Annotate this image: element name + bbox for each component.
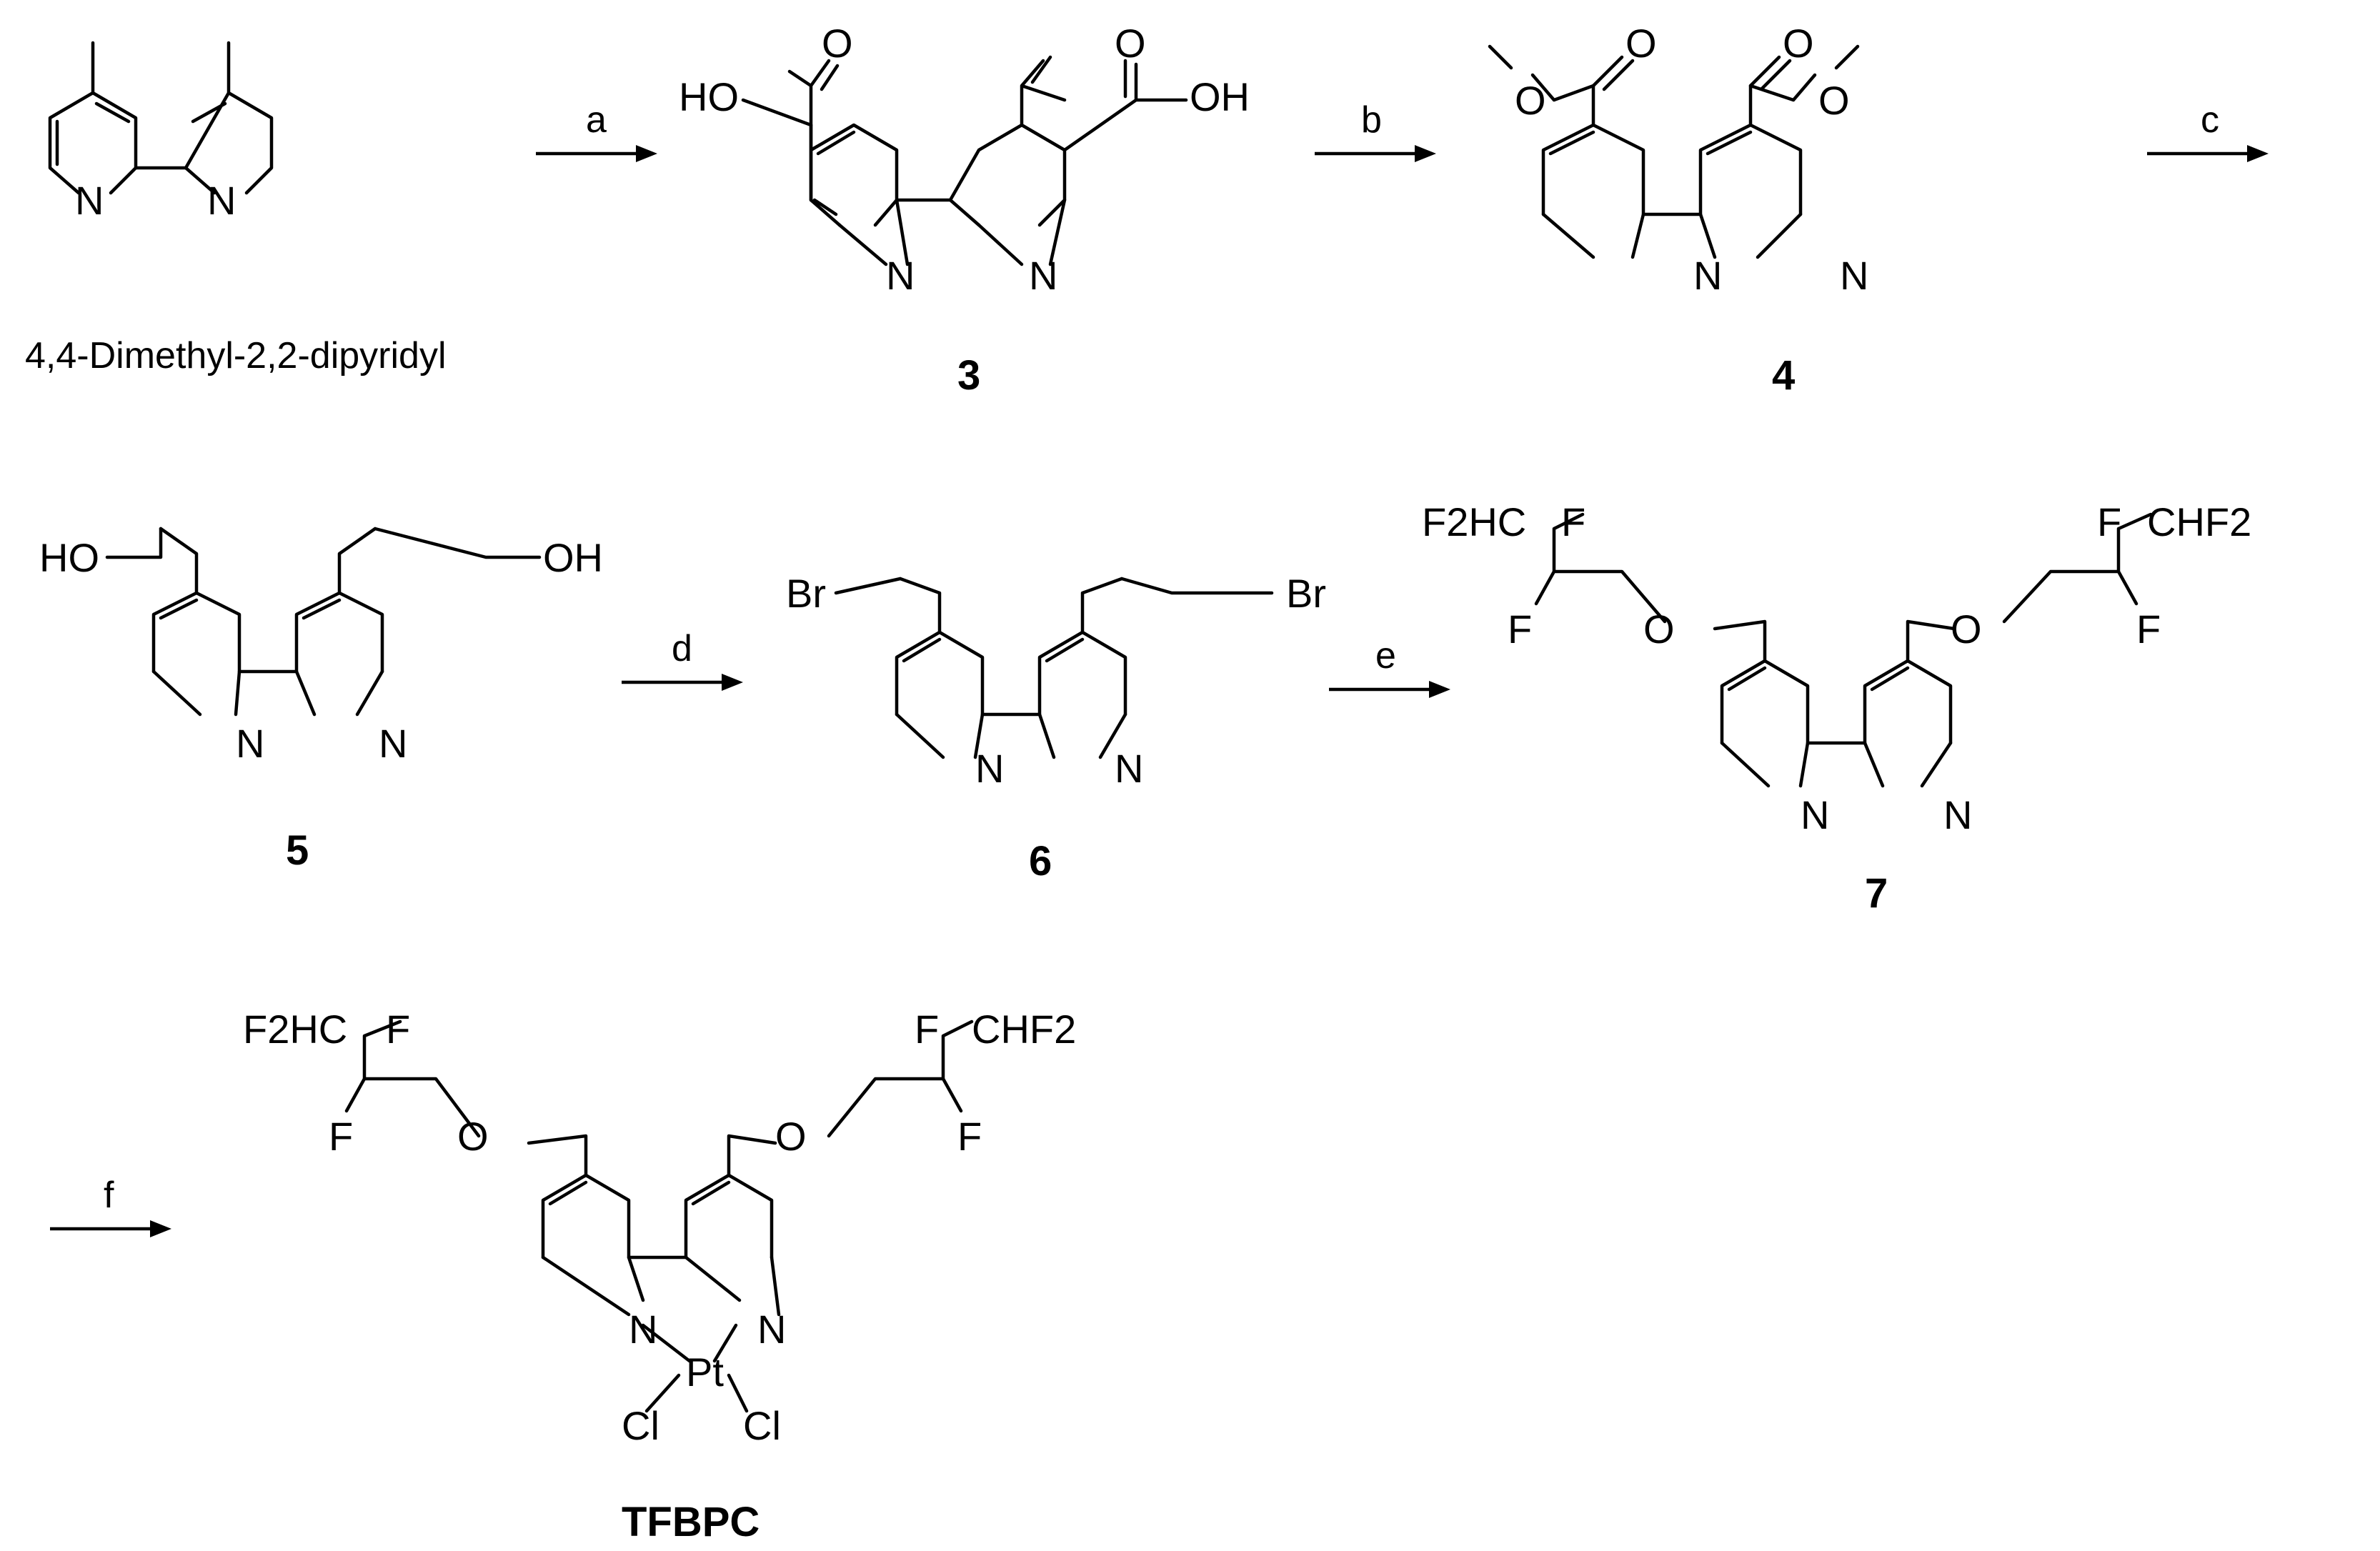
atom-o: O xyxy=(1515,78,1546,123)
atom-n: N xyxy=(1693,253,1722,298)
compound-7: F2HC F F O O F F CHF2 N N 7 xyxy=(1422,499,2251,917)
atom-o: O xyxy=(457,1114,489,1159)
atom-n: N xyxy=(1840,253,1868,298)
reagent-a: a xyxy=(586,99,607,141)
compound-4: O O O O N N 4 xyxy=(1488,21,1868,399)
start-material: N N 4,4-Dimethyl-2,2-dipyridyl xyxy=(25,41,447,376)
reagent-e: e xyxy=(1375,635,1396,677)
reagent-b: b xyxy=(1361,99,1382,141)
reagent-f: f xyxy=(104,1175,114,1216)
reagent-c: c xyxy=(2201,99,2219,141)
atom-chf2: CHF2 xyxy=(2147,499,2251,544)
atom-n: N xyxy=(236,721,264,766)
compound-6: Br Br N N 6 xyxy=(786,571,1326,884)
start-material-name: 4,4-Dimethyl-2,2-dipyridyl xyxy=(25,335,447,376)
compound-label: 7 xyxy=(1865,870,1888,917)
compound-label: 4 xyxy=(1772,352,1795,399)
atom-oh: OH xyxy=(1190,74,1250,119)
atom-n: N xyxy=(1115,746,1143,791)
atom-f: F xyxy=(386,1007,410,1052)
atom-f: F xyxy=(957,1114,982,1159)
atom-n: N xyxy=(75,178,104,223)
arrow-e: e xyxy=(1329,635,1450,698)
atom-f: F xyxy=(2136,607,2161,652)
atom-n: N xyxy=(207,178,236,223)
atom-n: N xyxy=(1029,253,1057,298)
atom-ho: HO xyxy=(39,535,99,580)
arrow-d: d xyxy=(622,628,743,691)
atom-n: N xyxy=(757,1307,786,1352)
atom-o: O xyxy=(1115,21,1146,66)
atom-o: O xyxy=(775,1114,807,1159)
arrow-c: c xyxy=(2147,99,2269,162)
atom-f2hc: F2HC xyxy=(243,1007,347,1052)
atom-o: O xyxy=(1818,78,1850,123)
compound-label: TFBPC xyxy=(622,1499,760,1545)
atom-br: Br xyxy=(786,571,826,616)
atom-n: N xyxy=(975,746,1004,791)
atom-f: F xyxy=(915,1007,939,1052)
atom-o: O xyxy=(822,21,853,66)
atom-pt: Pt xyxy=(686,1350,724,1395)
reagent-d: d xyxy=(672,628,692,669)
atom-oh: OH xyxy=(543,535,603,580)
atom-o: O xyxy=(1643,607,1675,652)
atom-cl: Cl xyxy=(743,1403,781,1448)
compound-3: HO O O OH N N 3 xyxy=(679,21,1250,399)
atom-n: N xyxy=(1801,792,1829,837)
atom-f: F xyxy=(1561,499,1585,544)
compound-label: 3 xyxy=(957,352,980,399)
atom-br: Br xyxy=(1286,571,1326,616)
arrow-b: b xyxy=(1315,99,1436,162)
compound-tfbpc: F2HC F F O O F F CHF2 N N Pt Cl Cl TFBPC xyxy=(243,1007,1076,1545)
atom-f: F xyxy=(329,1114,353,1159)
atom-n: N xyxy=(1943,792,1972,837)
atom-o: O xyxy=(1625,21,1657,66)
atom-f: F xyxy=(2097,499,2121,544)
compound-label: 5 xyxy=(286,827,309,874)
atom-ho: HO xyxy=(679,74,739,119)
atom-n: N xyxy=(379,721,407,766)
atom-n: N xyxy=(629,1307,657,1352)
arrow-a: a xyxy=(536,99,657,162)
atom-o: O xyxy=(1951,607,1982,652)
atom-chf2: CHF2 xyxy=(972,1007,1076,1052)
atom-n: N xyxy=(886,253,915,298)
atom-f: F xyxy=(1508,607,1532,652)
atom-o: O xyxy=(1783,21,1814,66)
compound-label: 6 xyxy=(1029,838,1052,884)
atom-cl: Cl xyxy=(622,1403,659,1448)
atom-f2hc: F2HC xyxy=(1422,499,1526,544)
arrow-f: f xyxy=(50,1175,171,1237)
compound-5: HO OH N N 5 xyxy=(39,527,603,874)
